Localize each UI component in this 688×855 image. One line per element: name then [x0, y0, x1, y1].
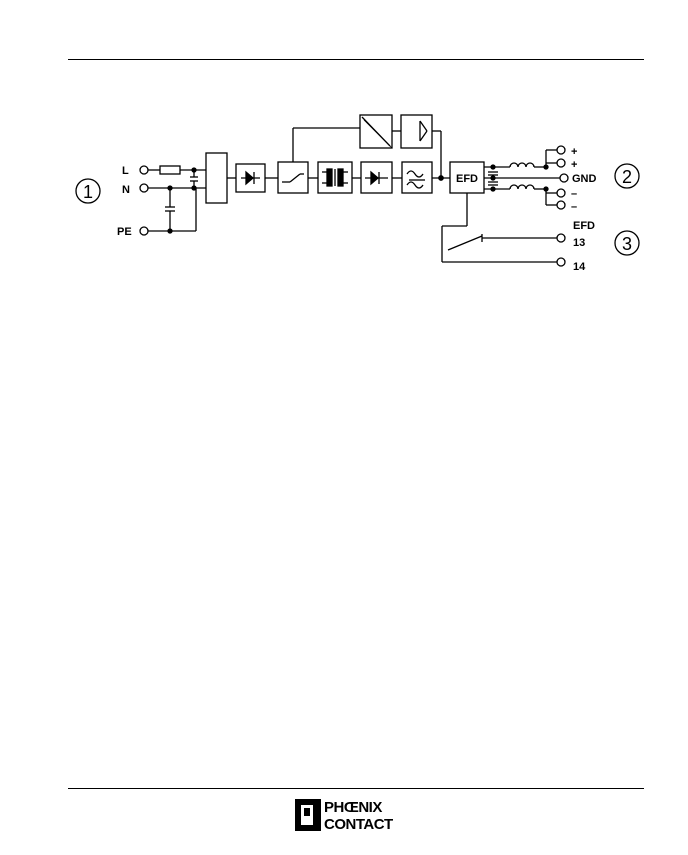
svg-text:1: 1	[83, 182, 93, 202]
output-rectifier-block	[360, 161, 393, 194]
label-13: 13	[573, 237, 585, 249]
input-filter-block	[205, 152, 228, 204]
svg-text:PHŒNIX: PHŒNIX	[324, 799, 382, 816]
control-block	[400, 114, 433, 149]
label-minus-2: –	[571, 201, 577, 213]
fuse	[159, 165, 181, 175]
terminal-plus-1	[556, 145, 566, 155]
smoothing-filter-block	[401, 161, 433, 194]
output-inductor-negative	[509, 184, 535, 190]
marker-2: 2	[614, 163, 640, 189]
terminal-plus-2	[556, 158, 566, 168]
switch-block	[277, 161, 309, 194]
terminal-13	[556, 233, 566, 243]
rectifier-block	[235, 163, 266, 193]
relay-title: EFD	[573, 220, 595, 232]
marker-1: 1	[75, 178, 101, 204]
label-gnd: GND	[572, 173, 597, 185]
terminal-minus-1	[556, 188, 566, 198]
efd-relay-contact	[441, 193, 557, 263]
header-rule	[68, 59, 644, 60]
terminal-pe	[139, 226, 149, 236]
output-inductor-positive	[509, 162, 535, 168]
footer-rule	[68, 788, 644, 789]
terminal-l	[139, 165, 149, 175]
phoenix-contact-logo: PHŒNIX CONTACT	[295, 799, 394, 832]
label-plus-2: +	[571, 159, 577, 171]
terminal-n	[139, 183, 149, 193]
svg-text:CONTACT: CONTACT	[324, 816, 393, 832]
label-minus-1: –	[571, 188, 577, 200]
svg-text:EFD: EFD	[456, 173, 478, 185]
svg-text:2: 2	[622, 167, 632, 187]
optocoupler-block	[359, 114, 393, 149]
terminal-label-l: L	[122, 165, 129, 177]
label-plus-1: +	[571, 146, 577, 158]
block-diagram: 1 2 3 L N PE	[75, 114, 640, 273]
marker-3: 3	[614, 230, 640, 256]
terminal-14	[556, 257, 566, 267]
terminal-label-pe: PE	[117, 226, 132, 238]
terminal-label-n: N	[122, 184, 130, 196]
label-14: 14	[573, 261, 586, 273]
svg-text:3: 3	[622, 234, 632, 254]
output-capacitor	[488, 171, 498, 186]
transformer-block	[317, 161, 353, 194]
terminal-gnd	[559, 173, 569, 183]
terminal-minus-2	[556, 200, 566, 210]
